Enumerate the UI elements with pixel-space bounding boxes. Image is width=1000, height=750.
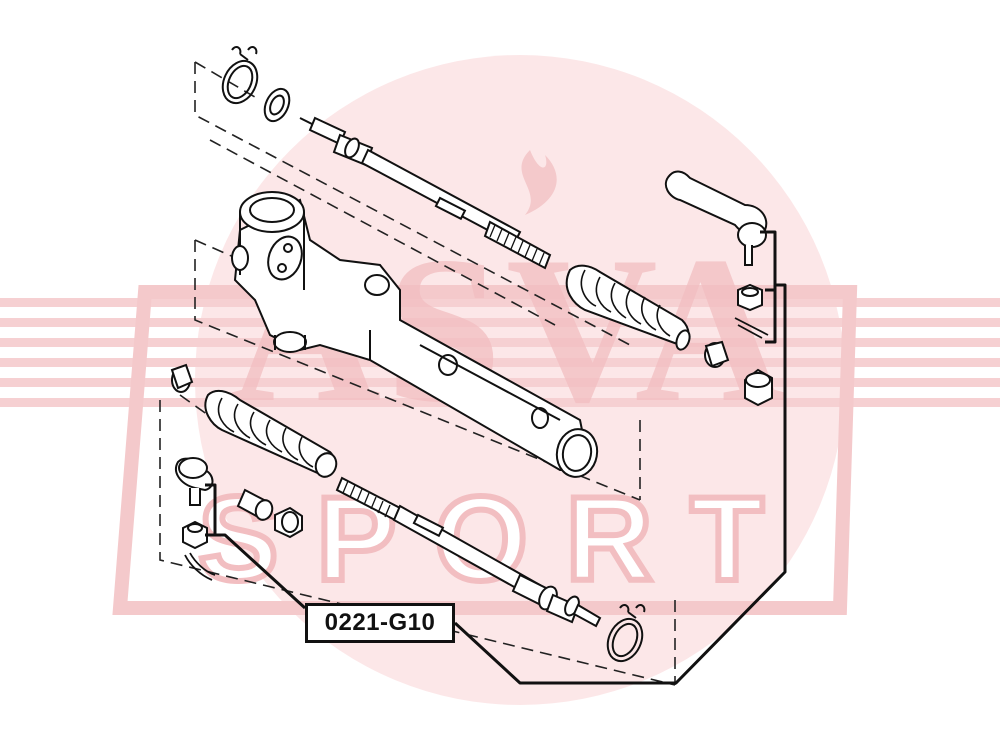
lower-boot-clamp	[170, 363, 194, 393]
callout-upper-bracket	[760, 230, 777, 344]
lower-cotter-pin	[184, 552, 216, 581]
watermark-flame-icon	[521, 150, 557, 215]
upper-bellows-boot	[565, 264, 691, 351]
callout-right-leader	[453, 283, 787, 685]
lower-tie-rod-end	[175, 457, 214, 506]
upper-tie-rod-end	[664, 170, 768, 266]
lower-adjuster-sleeve	[236, 488, 274, 521]
dashed-assembly-frames	[159, 61, 676, 686]
callout-lower-bracket	[205, 483, 307, 610]
callout-leader-lines	[205, 230, 787, 685]
upper-washer	[263, 87, 291, 123]
upper-inner-tie-rod	[299, 116, 552, 270]
upper-cap-nut	[744, 368, 773, 407]
upper-clamp-ring	[221, 46, 259, 105]
watermark-logo: ASVA SPORT	[0, 55, 1000, 705]
upper-boot-clamp	[704, 340, 730, 368]
upper-nut	[737, 283, 763, 312]
watermark-brand-sub: SPORT	[198, 472, 801, 606]
lower-clamp-ring	[606, 604, 646, 663]
part-number-label: 0221-G10	[305, 603, 455, 643]
lower-bellows-boot	[204, 389, 338, 478]
upper-cotter-pin	[734, 317, 769, 339]
rack-housing	[231, 191, 599, 478]
lower-nut	[182, 520, 208, 550]
lower-jam-nut	[274, 506, 303, 539]
lower-inner-tie-rod	[335, 476, 602, 628]
